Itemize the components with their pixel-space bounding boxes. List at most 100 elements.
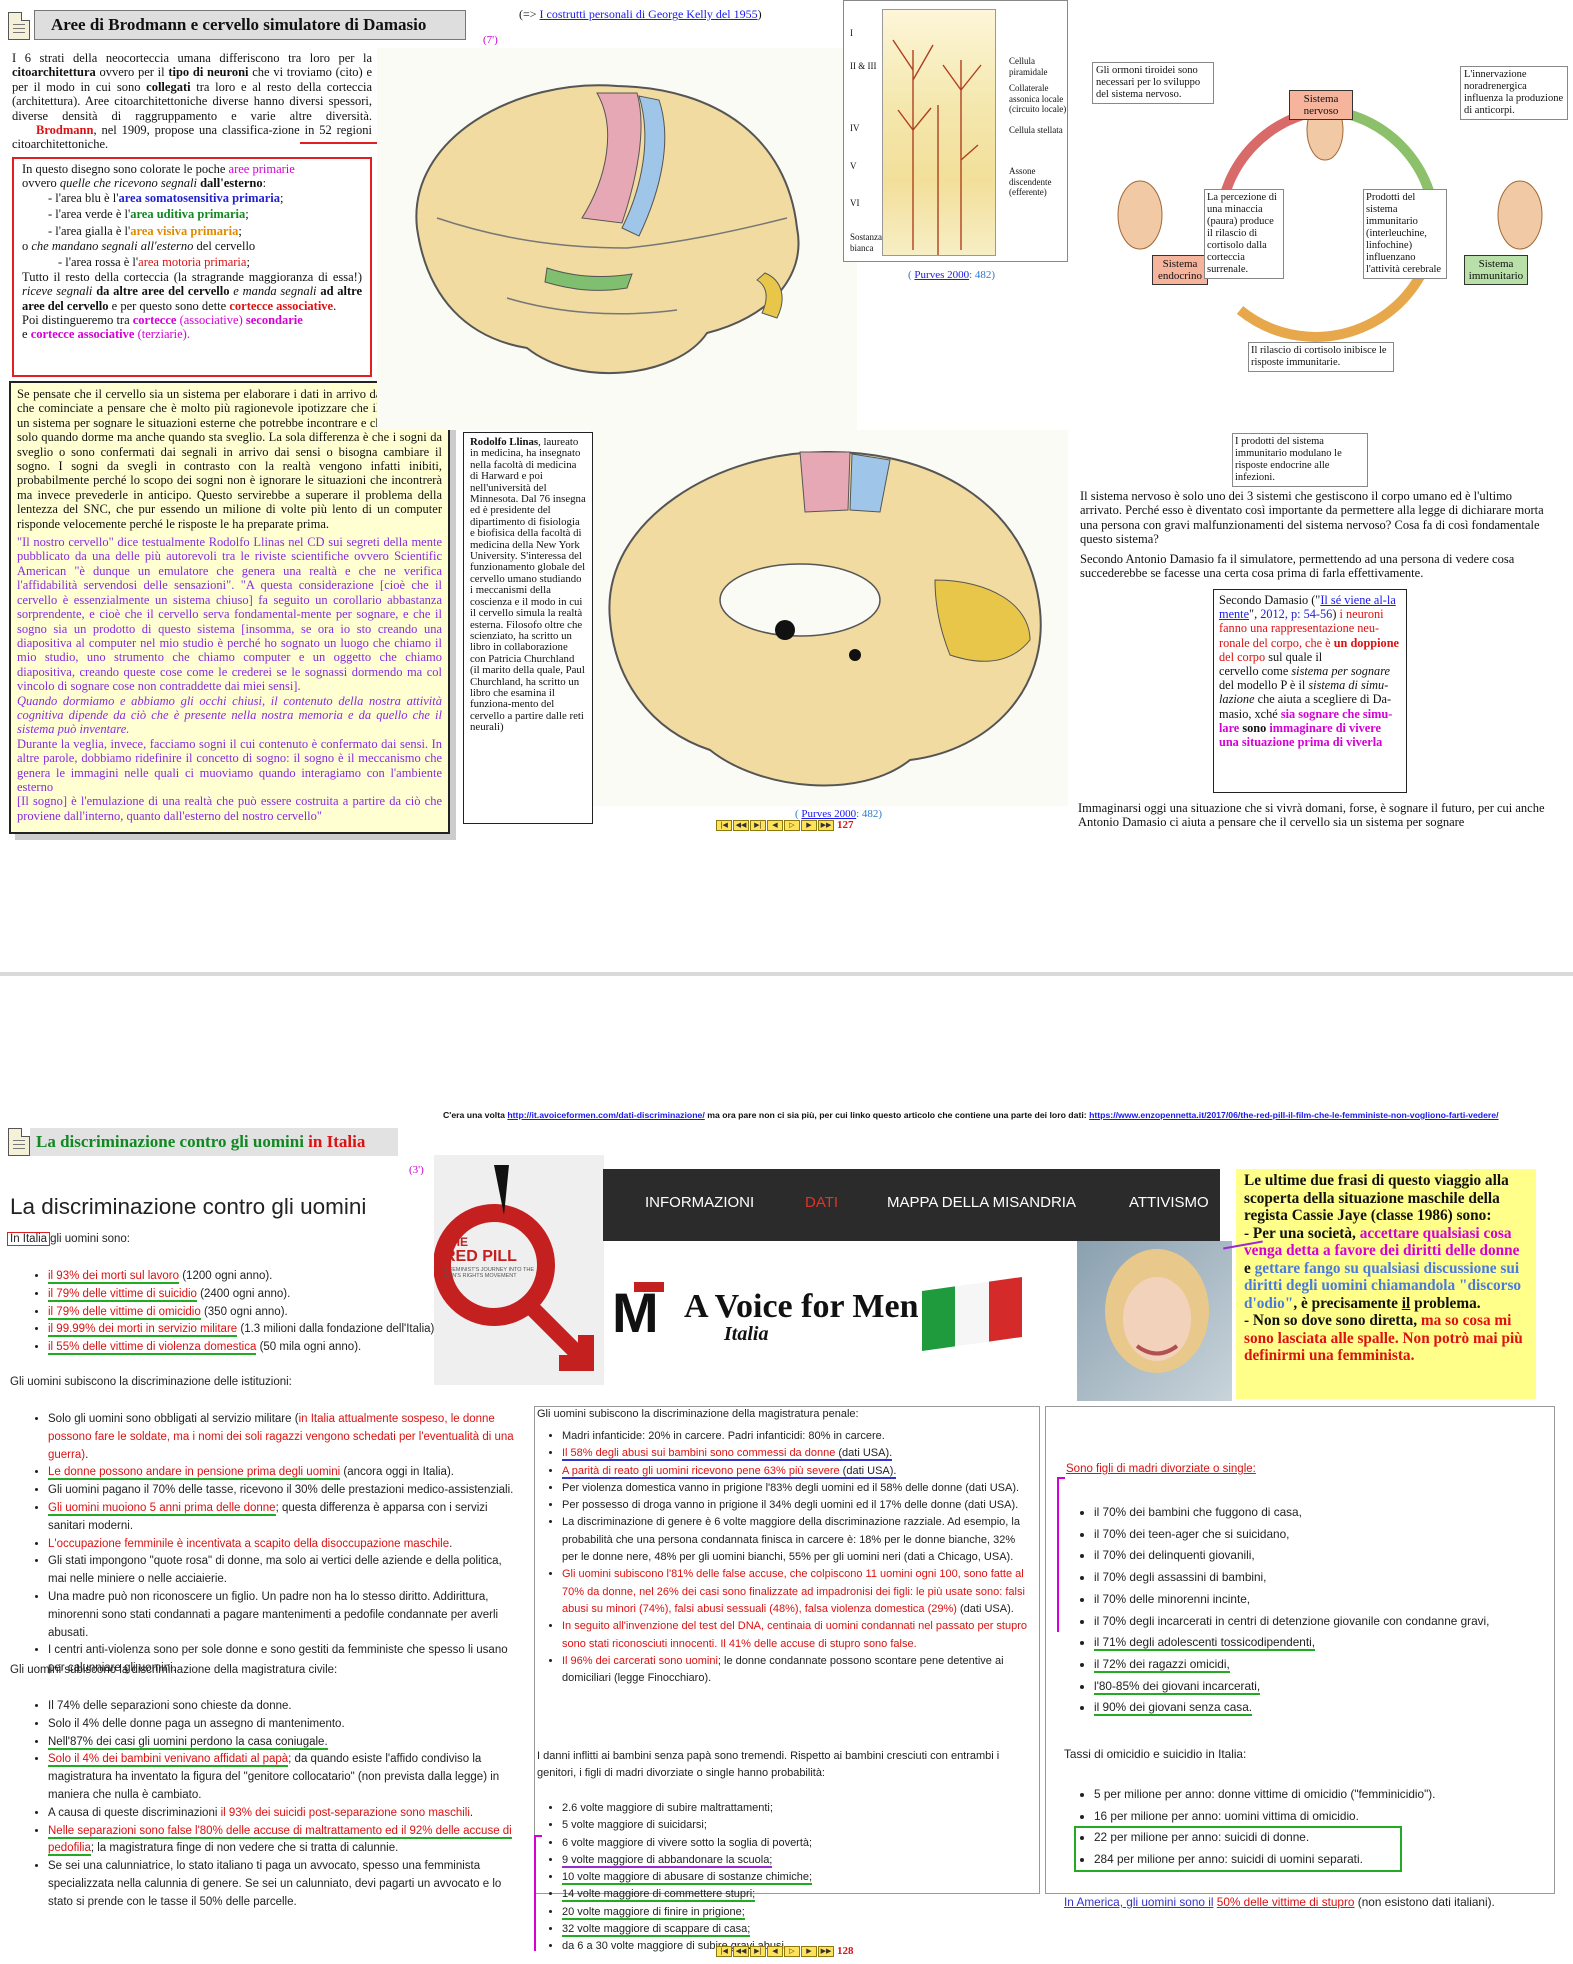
pointer-arrow bbox=[300, 142, 390, 144]
list-item: 22 per milione per anno: suicidi di donn… bbox=[1094, 1827, 1554, 1849]
brain-medial-image bbox=[590, 430, 1068, 806]
list-item: 14 volte maggiore di commettere stupri; bbox=[562, 1886, 1032, 1903]
nav-prev-button[interactable]: ◀ bbox=[767, 1946, 783, 1957]
penale-list: Madri infanticide: 20% in carcere. Padri… bbox=[546, 1428, 1032, 1687]
italian-flag-icon bbox=[922, 1276, 1022, 1352]
nav-first-button[interactable]: |◀ bbox=[716, 1946, 732, 1957]
portrait-sketch bbox=[1105, 1249, 1209, 1373]
avfm-nav-bar: INFORMAZIONI DATI MAPPA DELLA MISANDRIA … bbox=[603, 1169, 1220, 1241]
layer-label: II & III bbox=[850, 61, 877, 71]
list-item: Solo il 4% dei bambini venivano affidati… bbox=[48, 1751, 523, 1804]
nav-attivismo[interactable]: ATTIVISMO bbox=[1129, 1194, 1209, 1211]
in-italia-highlight: In Italia bbox=[7, 1232, 51, 1246]
nav-mappa[interactable]: MAPPA DELLA MISANDRIA bbox=[887, 1194, 1076, 1211]
nav-forward-button[interactable]: ▶▶ bbox=[818, 820, 834, 831]
nav-dati[interactable]: DATI bbox=[805, 1194, 839, 1211]
list-item: il 71% degli adolescenti tossicodipenden… bbox=[1094, 1632, 1554, 1654]
purves-link-2[interactable]: Purves 2000 bbox=[801, 808, 857, 820]
list-item: Il 58% degli abusi sui bambini sono comm… bbox=[562, 1445, 1032, 1462]
cassie-jaye-photo bbox=[1077, 1241, 1232, 1401]
avfm-logo-text: A Voice for Men bbox=[684, 1288, 919, 1325]
nav-play-button[interactable]: ▷ bbox=[784, 820, 800, 831]
layer-annotation: Collaterale assonica locale (circuito lo… bbox=[1009, 83, 1067, 114]
figli-list: il 70% dei bambini che fuggono di casa, … bbox=[1078, 1502, 1554, 1719]
nav-play-button[interactable]: ▷ bbox=[784, 1946, 800, 1957]
document-icon[interactable] bbox=[8, 1128, 30, 1156]
red-pill-graphic bbox=[434, 1165, 594, 1371]
nav-forward-button[interactable]: ▶▶ bbox=[818, 1946, 834, 1957]
intro-paragraph: I 6 strati della neocorteccia umana diff… bbox=[12, 51, 373, 152]
layer-label: Sostanza bianca bbox=[850, 232, 882, 253]
nav-end-button[interactable]: ▶| bbox=[750, 1946, 766, 1957]
list-item: 16 per milione per anno: uomini vittima … bbox=[1094, 1806, 1554, 1828]
header-source-line: C'era una volta http://it.avoiceformen.c… bbox=[443, 1110, 1499, 1120]
layer-label: I bbox=[850, 28, 853, 38]
list-item: 32 volte maggiore di scappare di casa; bbox=[562, 1921, 1032, 1938]
time-badge-2: (3') bbox=[409, 1164, 424, 1176]
enzopennetta-link[interactable]: https://www.enzopennetta.it/2017/06/the-… bbox=[1089, 1110, 1499, 1120]
nav-back-button[interactable]: ◀◀ bbox=[733, 1946, 749, 1957]
nav-informazioni[interactable]: INFORMAZIONI bbox=[645, 1194, 755, 1211]
nav-first-button[interactable]: |◀ bbox=[716, 820, 732, 831]
damasio-book-link[interactable]: Il sé viene al-la mente bbox=[1219, 593, 1396, 622]
list-item: il 93% dei morti sul lavoro (1200 ogni a… bbox=[48, 1268, 508, 1286]
probabilita-list: 2.6 volte maggiore di subire maltrattame… bbox=[546, 1800, 1032, 1956]
purple-bracket bbox=[534, 1835, 542, 1951]
list-item: Il 74% delle separazioni sono chieste da… bbox=[48, 1698, 523, 1716]
penale-heading: Gli uomini subiscono la discriminazione … bbox=[537, 1408, 859, 1420]
nav-next-button[interactable]: ▶ bbox=[801, 1946, 817, 1957]
kelly-prefix: (=> bbox=[519, 7, 537, 21]
brain-lateral-svg bbox=[415, 84, 800, 374]
list-item: Gli uomini pagano il 70% delle tasse, ri… bbox=[48, 1482, 523, 1500]
list-item: 284 per milione per anno: suicidi di uom… bbox=[1094, 1849, 1554, 1871]
green-highlight-box bbox=[1074, 1826, 1402, 1872]
list-item: Solo gli uomini sono obbligati al serviz… bbox=[48, 1411, 523, 1464]
dream-sleep: Quando dormiamo e abbiamo gli occhi chiu… bbox=[17, 693, 442, 737]
nav-prev-button[interactable]: ◀ bbox=[767, 820, 783, 831]
purves-link-1[interactable]: Purves 2000 bbox=[914, 269, 970, 281]
list-item: il 79% delle vittime di omicidio (350 og… bbox=[48, 1304, 508, 1322]
list-item: il 55% delle vittime di violenza domesti… bbox=[48, 1339, 508, 1357]
page-nav-128: |◀◀◀▶|◀▷▶▶▶ 128 bbox=[716, 1946, 854, 1957]
cortisol-note: Il rilascio di cortisolo inibisce le ris… bbox=[1248, 342, 1394, 372]
avfm-source-link[interactable]: http://it.avoiceformen.com/dati-discrimi… bbox=[507, 1110, 705, 1120]
list-item: I centri anti-violenza sono per sole don… bbox=[48, 1642, 523, 1678]
red-pill-title-1: THE bbox=[444, 1235, 468, 1249]
dream-paragraph: Se pensate che il cervello sia un sistem… bbox=[17, 387, 442, 531]
list-item: il 70% dei bambini che fuggono di casa, bbox=[1094, 1502, 1554, 1524]
list-item: l'80-85% dei giovani incarcerati, bbox=[1094, 1676, 1554, 1698]
nav-end-button[interactable]: ▶| bbox=[750, 820, 766, 831]
list-item: Gli stati impongono "quote rosa" di donn… bbox=[48, 1553, 523, 1589]
avfm-logo-mark: M bbox=[612, 1281, 659, 1344]
article-title: La discriminazione contro gli uomini bbox=[10, 1194, 367, 1219]
time-badge: (7') bbox=[483, 34, 498, 46]
tassi-list: 5 per milione per anno: donne vittime di… bbox=[1078, 1784, 1554, 1871]
brain-lateral-image bbox=[377, 48, 857, 430]
llinas-bio-box: Rodolfo Llinas, laureato in medicina, ha… bbox=[463, 432, 593, 824]
page2-title: La discriminazione contro gli uomini in … bbox=[30, 1128, 398, 1156]
nav-back-button[interactable]: ◀◀ bbox=[733, 820, 749, 831]
figli-panel bbox=[1045, 1406, 1555, 1894]
danni-paragraph: I danni inflitti ai bambini senza papà s… bbox=[537, 1750, 1000, 1780]
nervous-system-label: Sistema nervoso bbox=[1289, 90, 1353, 120]
list-item: Gli uomini subiscono l'81% delle false a… bbox=[562, 1566, 1032, 1618]
page-128: La discriminazione contro gli uomini in … bbox=[0, 976, 1573, 1964]
nav-next-button[interactable]: ▶ bbox=[801, 820, 817, 831]
america-line: In America, gli uomini sono il 50% delle… bbox=[1064, 1895, 1495, 1909]
list-item: il 99.99% dei morti in servizio militare… bbox=[48, 1321, 508, 1339]
list-item: Per possesso di droga vanno in prigione … bbox=[562, 1497, 1032, 1514]
istituzioni-heading-text: Gli uomini subiscono la discriminazione … bbox=[10, 1376, 292, 1388]
dream-wake: Durante la veglia, invece, facciamo sogn… bbox=[17, 736, 442, 794]
list-item: il 70% dei teen-ager che si suicidano, bbox=[1094, 1524, 1554, 1546]
list-item: La discriminazione di genere è 6 volte m… bbox=[562, 1514, 1032, 1566]
primary-areas-box: In questo disegno sono colorate le poche… bbox=[12, 157, 372, 377]
men-stats-list: il 93% dei morti sul lavoro (1200 ogni a… bbox=[32, 1268, 508, 1357]
list-item: il 90% dei giovani senza casa. bbox=[1094, 1697, 1554, 1719]
layer-annotation: Assone discendente (efferente) bbox=[1009, 166, 1052, 197]
list-item: A causa di queste discriminazioni il 93%… bbox=[48, 1805, 523, 1823]
kelly-link[interactable]: I costrutti personali di George Kelly de… bbox=[539, 7, 758, 21]
list-item: 6 volte maggiore di vivere sotto la sogl… bbox=[562, 1835, 1032, 1852]
document-icon[interactable] bbox=[8, 12, 30, 40]
list-item: Il 96% dei carcerati sono uomini; le don… bbox=[562, 1653, 1032, 1688]
purves-citation-2: ( Purves 2000: 482) bbox=[795, 808, 883, 820]
